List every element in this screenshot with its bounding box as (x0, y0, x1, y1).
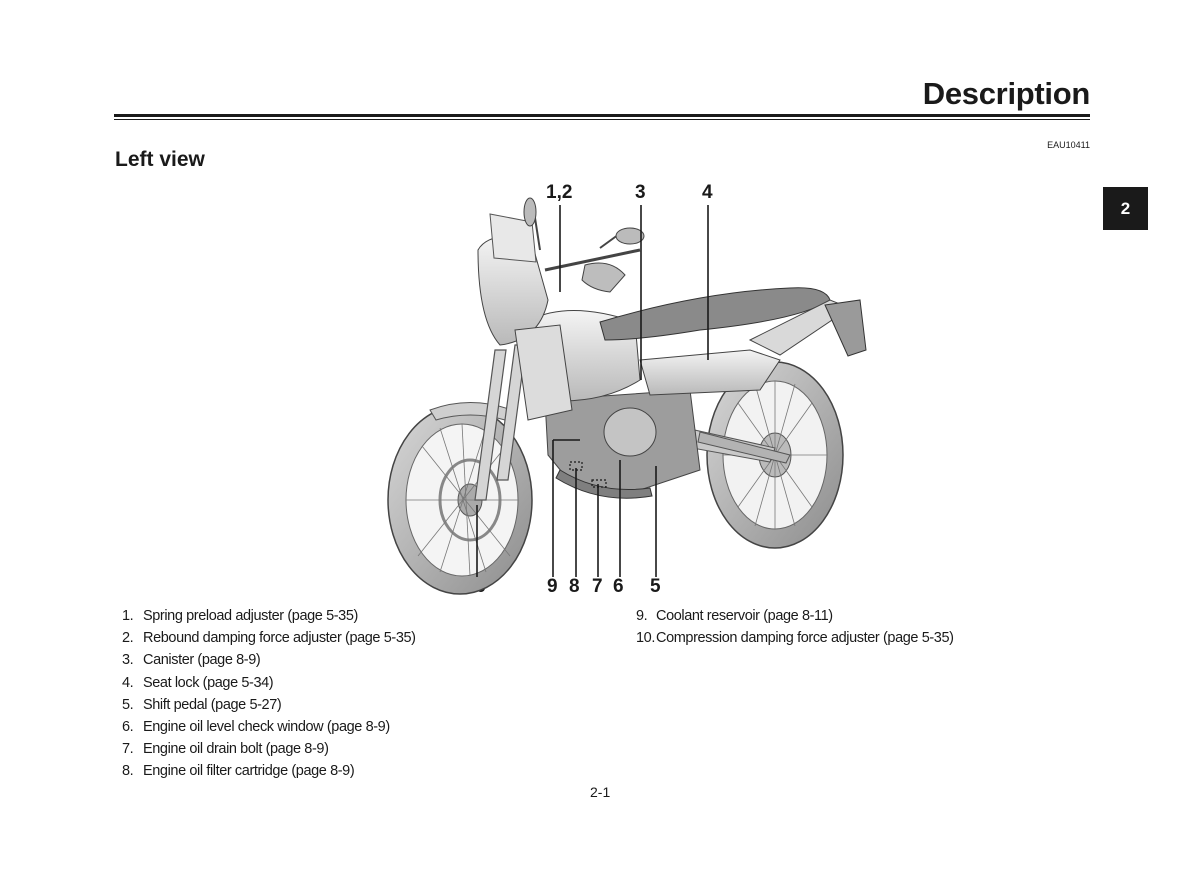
header-rule-thin (114, 119, 1090, 120)
callout-7: 7 (592, 576, 603, 597)
callout-markers (569, 461, 607, 488)
list-item-number: 9. (636, 608, 648, 624)
page-title: Description (922, 76, 1091, 111)
list-item-text: Engine oil filter cartridge (page 8-9) (143, 763, 355, 780)
header-rule-thick (114, 114, 1090, 117)
callout-leader-lines (476, 205, 709, 577)
callout-4: 4 (702, 182, 713, 203)
list-item: 1. Spring preload adjuster (page 5-35) (122, 605, 416, 627)
list-item: 3. Canister (page 8-9) (122, 649, 416, 671)
section-title: Left view (115, 148, 205, 171)
radiator-shroud (514, 324, 573, 421)
engine-cover (603, 407, 657, 457)
list-item-text: Rebound damping force adjuster (page 5-3… (143, 630, 416, 647)
list-item: 10.Compression damping force adjuster (p… (636, 627, 954, 649)
list-item: 2. Rebound damping force adjuster (page 5… (122, 627, 416, 649)
list-item-text: Compression damping force adjuster (page… (656, 630, 954, 647)
list-item-number: 1. (122, 608, 134, 624)
list-item: 4. Seat lock (page 5-34) (122, 672, 416, 694)
document-code: EAU10411 (1047, 140, 1090, 150)
list-item-text: Coolant reservoir (page 8-11) (656, 608, 833, 624)
list-item-number: 10. (636, 630, 655, 647)
callout-9: 9 (547, 576, 558, 597)
chapter-tab[interactable]: 2 (1103, 187, 1148, 230)
parts-list-right: 9. Coolant reservoir (page 8-11) 10.Compr… (636, 605, 954, 649)
windscreen (489, 213, 537, 263)
list-item-number: 5. (122, 696, 134, 713)
list-item-number: 2. (122, 630, 134, 647)
list-item-text: Shift pedal (page 5-27) (143, 696, 282, 713)
list-item-text: Seat lock (page 5-34) (143, 674, 274, 691)
list-item-number: 6. (122, 718, 134, 735)
list-item: 9. Coolant reservoir (page 8-11) (636, 605, 954, 627)
list-item: 6. Engine oil level check window (page 8-… (122, 716, 416, 738)
side-panel (639, 349, 781, 396)
handlebar (544, 248, 641, 272)
callout-8: 8 (569, 576, 580, 597)
license-bracket (824, 299, 867, 357)
list-item: 8. Engine oil filter cartridge (page 8-9) (122, 760, 416, 782)
callout-6: 6 (613, 576, 624, 597)
list-item-number: 8. (122, 763, 134, 780)
handguard (581, 262, 626, 293)
list-item-number: 3. (122, 652, 134, 669)
mirrors (523, 197, 645, 251)
list-item-text: Canister (page 8-9) (143, 652, 261, 669)
parts-list-left: 1. Spring preload adjuster (page 5-35) 2.… (122, 605, 416, 783)
callout-3: 3 (635, 182, 646, 203)
list-item-text: Engine oil level check window (page 8-9) (143, 718, 390, 735)
callout-5: 5 (650, 576, 661, 597)
list-item: 7. Engine oil drain bolt (page 8-9) (122, 738, 416, 760)
callout-1-2: 1,2 (546, 182, 573, 203)
list-item-text: Engine oil drain bolt (page 8-9) (143, 741, 329, 758)
chain-guard (697, 431, 791, 464)
list-item-number: 4. (122, 674, 134, 691)
list-item: 5. Shift pedal (page 5-27) (122, 694, 416, 716)
page-number: 2-1 (590, 784, 611, 800)
list-item-number: 7. (122, 741, 134, 758)
list-item-text: Spring preload adjuster (page 5-35) (143, 608, 358, 624)
motorcycle-illustration (387, 197, 867, 595)
